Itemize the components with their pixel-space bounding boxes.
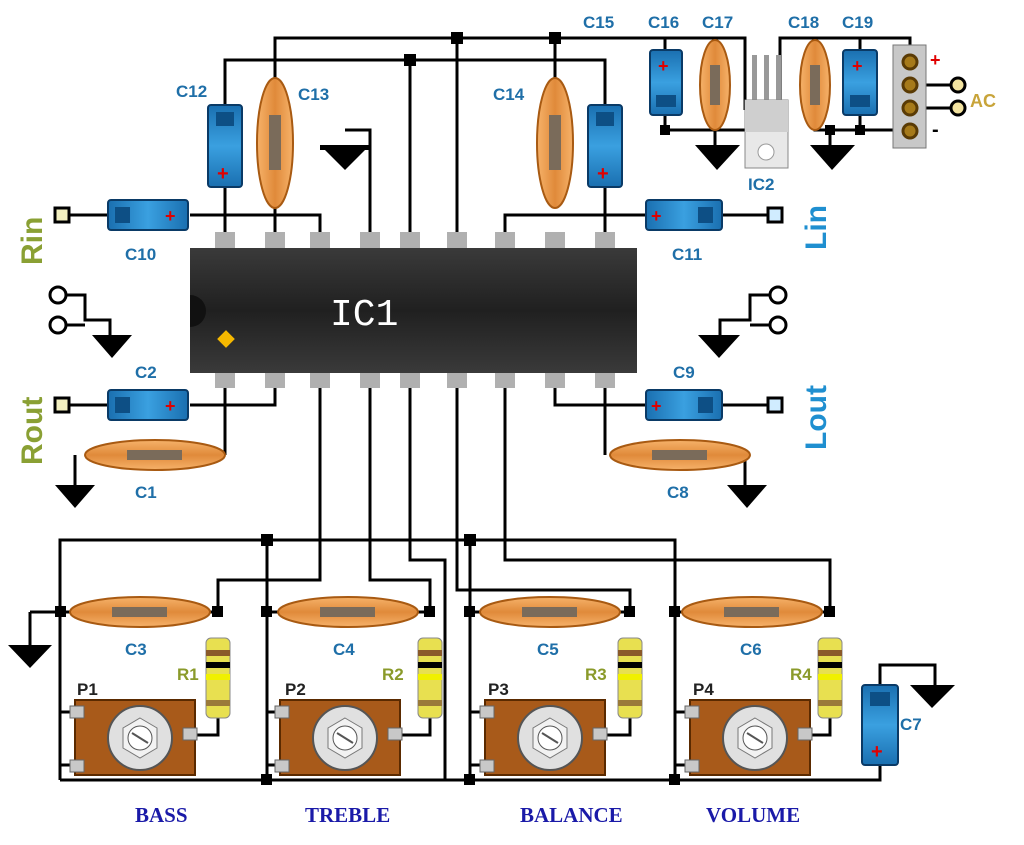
- ground-icon: [92, 335, 132, 358]
- ic2-label: IC2: [748, 175, 774, 194]
- ic1-chip: IC1: [190, 232, 637, 388]
- svg-text:+: +: [871, 741, 883, 763]
- cap-c10: +: [107, 199, 189, 231]
- label-treble: TREBLE: [305, 803, 390, 827]
- label-volume: VOLUME: [706, 803, 800, 827]
- cap-c3: [69, 596, 211, 628]
- label-c2: C2: [135, 363, 157, 382]
- label-c16: C16: [648, 13, 679, 32]
- label-p4: P4: [693, 680, 714, 699]
- label-p2: P2: [285, 680, 306, 699]
- cap-c8: [609, 439, 751, 471]
- label-c11: C11: [672, 245, 702, 264]
- label-p1: P1: [77, 680, 98, 699]
- pot-p2: [274, 699, 403, 776]
- cap-c2: +: [107, 389, 189, 421]
- label-c19: C19: [842, 13, 873, 32]
- svg-text:+: +: [852, 56, 863, 76]
- ground-icon: [810, 145, 855, 170]
- label-c18: C18: [788, 13, 819, 32]
- label-c12: C12: [176, 82, 207, 101]
- pot-p3: [479, 699, 608, 776]
- cap-c7: +: [861, 684, 899, 766]
- label-r1: R1: [177, 665, 199, 684]
- label-c3: C3: [125, 640, 147, 659]
- cap-c17: [699, 39, 731, 131]
- ac-input-jacks: [949, 76, 967, 117]
- cap-c18: [799, 39, 831, 131]
- label-c13: C13: [298, 85, 329, 104]
- cap-c5: [479, 596, 621, 628]
- ground-icon: [698, 335, 740, 358]
- svg-text:+: +: [597, 163, 609, 185]
- svg-text:+: +: [217, 163, 229, 185]
- label-p3: P3: [488, 680, 509, 699]
- resistor-r2: [417, 637, 443, 719]
- cap-c11: +: [645, 199, 723, 231]
- svg-text:+: +: [651, 206, 662, 226]
- ground-icon: [320, 145, 370, 170]
- cap-c6: [681, 596, 823, 628]
- label-c8: C8: [667, 483, 689, 502]
- cap-c12: +: [207, 104, 243, 188]
- junction-dots: [55, 32, 865, 785]
- power-terminal-block: [892, 44, 927, 149]
- label-r4: R4: [790, 665, 812, 684]
- pot-p4: [684, 699, 813, 776]
- ic2-regulator: [744, 55, 789, 169]
- label-bass: BASS: [135, 803, 188, 827]
- label-rout: Rout: [16, 397, 49, 465]
- label-lin: Lin: [800, 205, 833, 250]
- label-r3: R3: [585, 665, 607, 684]
- svg-text:+: +: [651, 396, 662, 416]
- label-c1: C1: [135, 483, 157, 502]
- ground-icon: [8, 645, 52, 668]
- cap-c9: +: [645, 389, 723, 421]
- svg-text:+: +: [658, 56, 669, 76]
- io-jacks: [48, 206, 788, 414]
- minus-sign: -: [932, 119, 939, 141]
- ground-icon: [55, 485, 95, 508]
- ground-icon: [695, 145, 740, 170]
- label-c17: C17: [702, 13, 733, 32]
- label-c6: C6: [740, 640, 762, 659]
- resistor-r1: [205, 637, 231, 719]
- label-c10: C10: [125, 245, 156, 264]
- label-r2: R2: [382, 665, 404, 684]
- ac-label: AC: [970, 91, 996, 111]
- cap-c14: [536, 77, 574, 209]
- ground-icon: [727, 485, 767, 508]
- label-rin: Rin: [16, 217, 49, 265]
- svg-text:+: +: [165, 396, 176, 416]
- ground-icons: [8, 145, 955, 708]
- cap-c4: [277, 596, 419, 628]
- label-lout: Lout: [800, 385, 833, 450]
- label-c4: C4: [333, 640, 355, 659]
- component-labels: C1 C2 C3 C4 C5 C6 C7 C8 C9 C10 C11 C12 C…: [77, 13, 922, 734]
- plus-sign: +: [930, 50, 941, 70]
- label-balance: BALANCE: [520, 803, 623, 827]
- svg-text:+: +: [165, 206, 176, 226]
- label-c5: C5: [537, 640, 559, 659]
- cap-c16: +: [649, 49, 683, 116]
- cap-c1: [84, 439, 226, 471]
- label-c15: C15: [583, 13, 614, 32]
- label-c14: C14: [493, 85, 525, 104]
- label-c7: C7: [900, 715, 922, 734]
- label-c9: C9: [673, 363, 695, 382]
- ic1-label: IC1: [330, 294, 398, 337]
- ground-icon: [910, 685, 955, 708]
- resistor-r4: [817, 637, 843, 719]
- cap-c13: [256, 77, 294, 209]
- cap-c14-electrolytic: +: [587, 104, 623, 188]
- resistor-r3: [617, 637, 643, 719]
- pot-p1: [69, 699, 198, 776]
- cap-c19: +: [842, 49, 878, 116]
